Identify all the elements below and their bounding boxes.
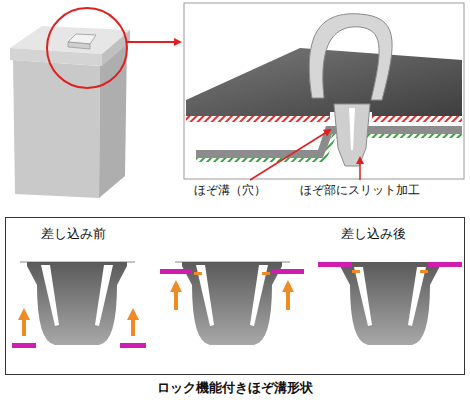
- push-arrow: [286, 284, 290, 310]
- tenon: [27, 262, 127, 345]
- push-arrow: [22, 312, 26, 336]
- lower-plate-section: [196, 136, 462, 160]
- stage-during: [160, 262, 304, 345]
- leader-arrow: [359, 158, 361, 180]
- upper-plate-section: [186, 116, 330, 122]
- plate: [428, 262, 462, 267]
- stage-label: 差し込み後: [341, 226, 406, 242]
- zoom-arrow: [127, 41, 180, 43]
- handle-front: [68, 42, 90, 49]
- highlight-circle: [47, 8, 127, 88]
- metal-clip: [309, 14, 392, 100]
- plate: [272, 269, 304, 274]
- slit: [41, 265, 59, 326]
- inset-cutaway: [186, 14, 462, 166]
- part-label: ほぞ部にスリット加工: [300, 183, 420, 198]
- stage-label: 差し込み前: [41, 226, 106, 242]
- push-arrow: [131, 312, 135, 336]
- slit: [354, 267, 372, 326]
- lid-front: [10, 48, 102, 66]
- inset-frame: [184, 3, 464, 179]
- part-label: ほぞ溝（穴）: [194, 183, 266, 198]
- stress-mark: [352, 270, 360, 273]
- tenon-slit: [349, 108, 355, 150]
- container-photo: [10, 26, 130, 198]
- plate: [160, 269, 192, 274]
- push-arrow: [174, 284, 178, 310]
- box-front: [13, 60, 100, 198]
- stage-after: [318, 262, 462, 345]
- plate: [120, 343, 146, 348]
- stress-mark: [194, 272, 202, 275]
- tenon: [340, 262, 440, 345]
- leader-arrow: [250, 130, 330, 180]
- plate: [318, 262, 352, 267]
- plate: [12, 343, 36, 348]
- stage-before: [12, 262, 146, 348]
- upper-plate-section: [372, 116, 462, 122]
- stress-mark: [262, 272, 270, 275]
- tenon: [182, 262, 282, 345]
- stage-panel: 差し込み前 差し込み後: [5, 217, 465, 375]
- slit: [408, 267, 426, 326]
- tenon-leg: [334, 104, 370, 166]
- slit: [95, 265, 113, 326]
- caption: ロック機能付きほぞ溝形状: [157, 380, 313, 396]
- stress-mark: [420, 270, 428, 273]
